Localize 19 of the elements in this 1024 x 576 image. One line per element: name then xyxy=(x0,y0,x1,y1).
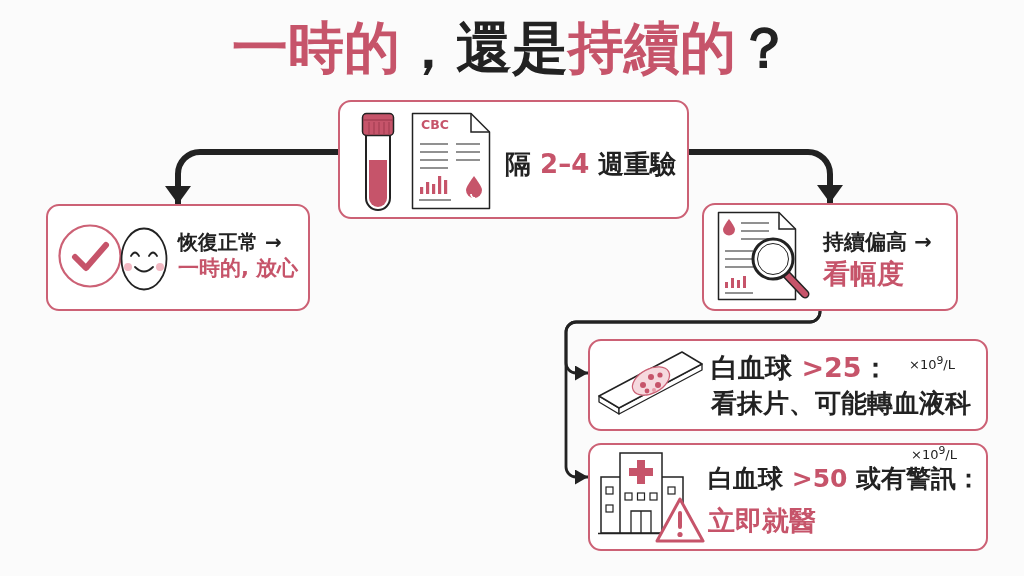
process-box xyxy=(338,100,689,219)
result-text: 一時的, 放心 xyxy=(178,255,299,282)
process-box xyxy=(702,203,958,311)
threshold-text: 白血球 >50 或有警訊： xyxy=(708,463,982,495)
arrow xyxy=(564,310,822,484)
title: 一時的，還是持續的？ xyxy=(232,14,792,82)
threshold-text: 白血球 >25： xyxy=(711,351,889,385)
step-text: 隔 2–4 週重驗 xyxy=(505,148,677,181)
process-box xyxy=(588,339,988,431)
process-box xyxy=(46,204,310,311)
unit-label: ×10$^{9}$/L xyxy=(909,354,955,375)
action-text: 立即就醫 xyxy=(708,504,816,538)
result-text: 持續偏高 → xyxy=(823,229,932,256)
result-text: 恢復正常 → xyxy=(178,229,282,255)
result-text: 看幅度 xyxy=(823,257,904,291)
document-heading: CBC xyxy=(421,117,449,134)
unit-label: ×10$^{9}$/L xyxy=(911,444,957,465)
process-box xyxy=(588,443,988,551)
action-text: 看抹片、可能轉血液科 xyxy=(711,387,971,420)
